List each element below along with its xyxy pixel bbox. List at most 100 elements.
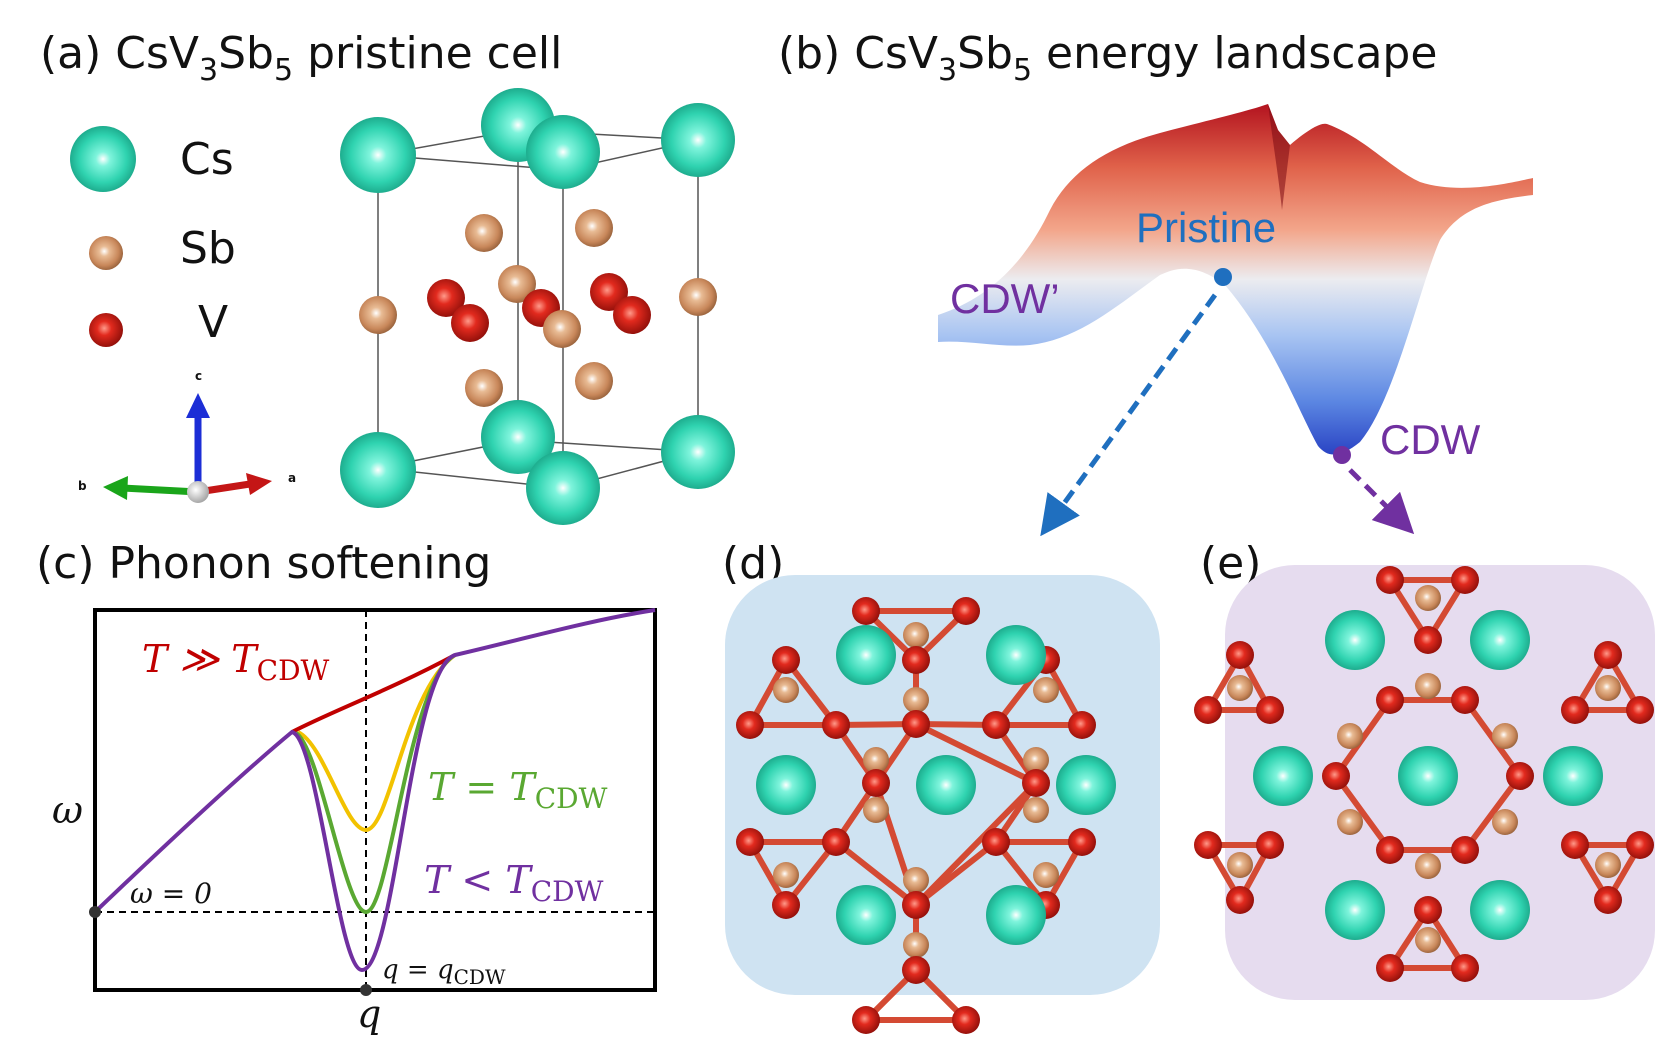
v-atom — [1376, 686, 1404, 714]
pristine-label: Pristine — [1136, 204, 1276, 251]
curve-high-T — [291, 653, 456, 734]
sb-atom — [773, 677, 799, 703]
legend-v-atom — [89, 313, 123, 347]
axis-a-label: a — [288, 471, 296, 485]
v-atom — [1376, 954, 1404, 982]
v-atom — [613, 296, 651, 334]
v-atom — [1561, 831, 1589, 859]
sb-atom — [863, 747, 889, 773]
sb-atom — [1415, 927, 1441, 953]
sb-atom — [903, 622, 929, 648]
sb-atom — [903, 867, 929, 893]
v-v-bond — [913, 780, 1039, 908]
cs-atom — [1398, 746, 1458, 806]
cs-atom — [836, 885, 896, 945]
v-atom — [1194, 696, 1222, 724]
v-atom — [902, 646, 930, 674]
cdw-arrow — [1348, 468, 1415, 535]
cs-atom — [661, 103, 735, 177]
curve-mid-T — [296, 653, 457, 833]
label-T-low: T < TCDW — [424, 858, 604, 908]
v-atom — [822, 828, 850, 856]
v-atom — [772, 646, 800, 674]
v-atom — [1194, 831, 1222, 859]
v-atom — [1626, 831, 1654, 859]
cs-atom — [1056, 755, 1116, 815]
sb-atom — [1415, 853, 1441, 879]
v-atom — [1626, 696, 1654, 724]
v-atom — [1451, 566, 1479, 594]
v-atom — [1451, 954, 1479, 982]
sb-atom — [1492, 723, 1518, 749]
v-atom — [1226, 886, 1254, 914]
v-atom — [952, 597, 980, 625]
cdw-prime-label: CDW’ — [950, 275, 1060, 322]
cs-atom — [916, 755, 976, 815]
sb-atom — [773, 862, 799, 888]
v-atom — [736, 828, 764, 856]
v-atom — [982, 828, 1010, 856]
v-atom — [852, 1006, 880, 1034]
sb-atom — [1033, 862, 1059, 888]
sb-atom — [543, 310, 581, 348]
sb-atom — [1595, 852, 1621, 878]
cs-atom — [340, 117, 416, 193]
sb-atom — [679, 278, 717, 316]
v-atom — [1451, 836, 1479, 864]
sb-atom — [1595, 675, 1621, 701]
v-atom — [1322, 762, 1350, 790]
v-atom — [451, 304, 489, 342]
v-atom — [427, 279, 465, 317]
sb-atom — [1337, 809, 1363, 835]
legend-cs-atom — [70, 126, 136, 192]
cdw-label: CDW — [1380, 416, 1481, 463]
kagome-lattice-e — [1194, 566, 1654, 982]
axis-b-label: b — [78, 479, 87, 493]
cs-atom — [340, 432, 416, 508]
v-atom — [1376, 836, 1404, 864]
sb-atom — [1415, 585, 1441, 611]
omega-zero-label: ω = 0 — [130, 877, 212, 910]
v-atom — [1451, 686, 1479, 714]
v-v-bond — [833, 839, 919, 908]
panel-b-title: (b) CsV3Sb5 energy landscape — [778, 28, 1437, 88]
cs-atom — [661, 415, 735, 489]
curve-equal-T — [294, 653, 457, 915]
panel-a-title: (a) CsV3Sb5 pristine cell — [40, 28, 562, 88]
v-atom — [902, 710, 930, 738]
phonon-plot — [89, 608, 657, 996]
cs-atom — [1470, 610, 1530, 670]
q-axis-label: q — [357, 992, 381, 1036]
v-atom — [772, 891, 800, 919]
v-atom — [1256, 696, 1284, 724]
sb-atom — [1227, 675, 1253, 701]
sb-atom — [903, 687, 929, 713]
legend-cs-label: Cs — [180, 134, 234, 185]
v-atom — [1256, 831, 1284, 859]
cs-atom — [986, 885, 1046, 945]
v-atom — [1226, 641, 1254, 669]
cs-atom — [526, 451, 600, 525]
panel-c-title: (c) Phonon softening — [36, 538, 491, 589]
sb-atom — [1415, 673, 1441, 699]
curve-low-T — [93, 608, 656, 973]
axis-c-label: c — [195, 369, 202, 383]
sb-atom — [498, 265, 536, 303]
sb-atom — [1023, 747, 1049, 773]
v-atom — [736, 711, 764, 739]
sb-atom — [575, 209, 613, 247]
v-v-bond — [1333, 697, 1393, 779]
cs-atom — [481, 400, 555, 474]
v-atom — [1594, 641, 1622, 669]
v-atom — [902, 956, 930, 984]
sb-atom — [1337, 723, 1363, 749]
energy-surface — [938, 104, 1533, 455]
legend-sb-atom — [89, 236, 123, 270]
sb-atom — [1033, 677, 1059, 703]
cs-atom — [986, 625, 1046, 685]
cs-atom — [526, 115, 600, 189]
sb-atom — [903, 932, 929, 958]
label-T-equal: T = TCDW — [428, 765, 608, 815]
v-atom — [1068, 711, 1096, 739]
pristine-point — [1214, 268, 1232, 286]
